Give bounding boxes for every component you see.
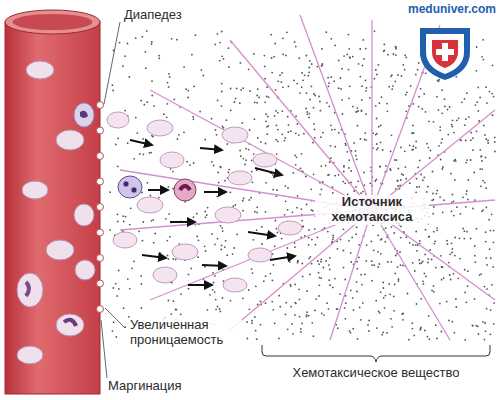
- leader-lines: [101, 22, 125, 378]
- range-label: Хемотаксическое вещество: [292, 366, 459, 381]
- part-label: Диапедез: [122, 8, 184, 23]
- migrating-leukocytes: [107, 112, 302, 292]
- part-label: Маргинация: [108, 379, 182, 394]
- blood-vessel: [5, 10, 100, 394]
- gradient-rays: [120, 15, 495, 340]
- site-logo: [420, 28, 470, 80]
- watermark: meduniver.com: [408, 3, 496, 16]
- part-label: Увеличенная проницаемость: [128, 318, 242, 347]
- source-label: Источник хемотаксиса: [315, 195, 429, 224]
- range-bracket: [262, 345, 490, 362]
- endothelial-gaps: [97, 102, 104, 313]
- migration-arrows: [130, 140, 295, 285]
